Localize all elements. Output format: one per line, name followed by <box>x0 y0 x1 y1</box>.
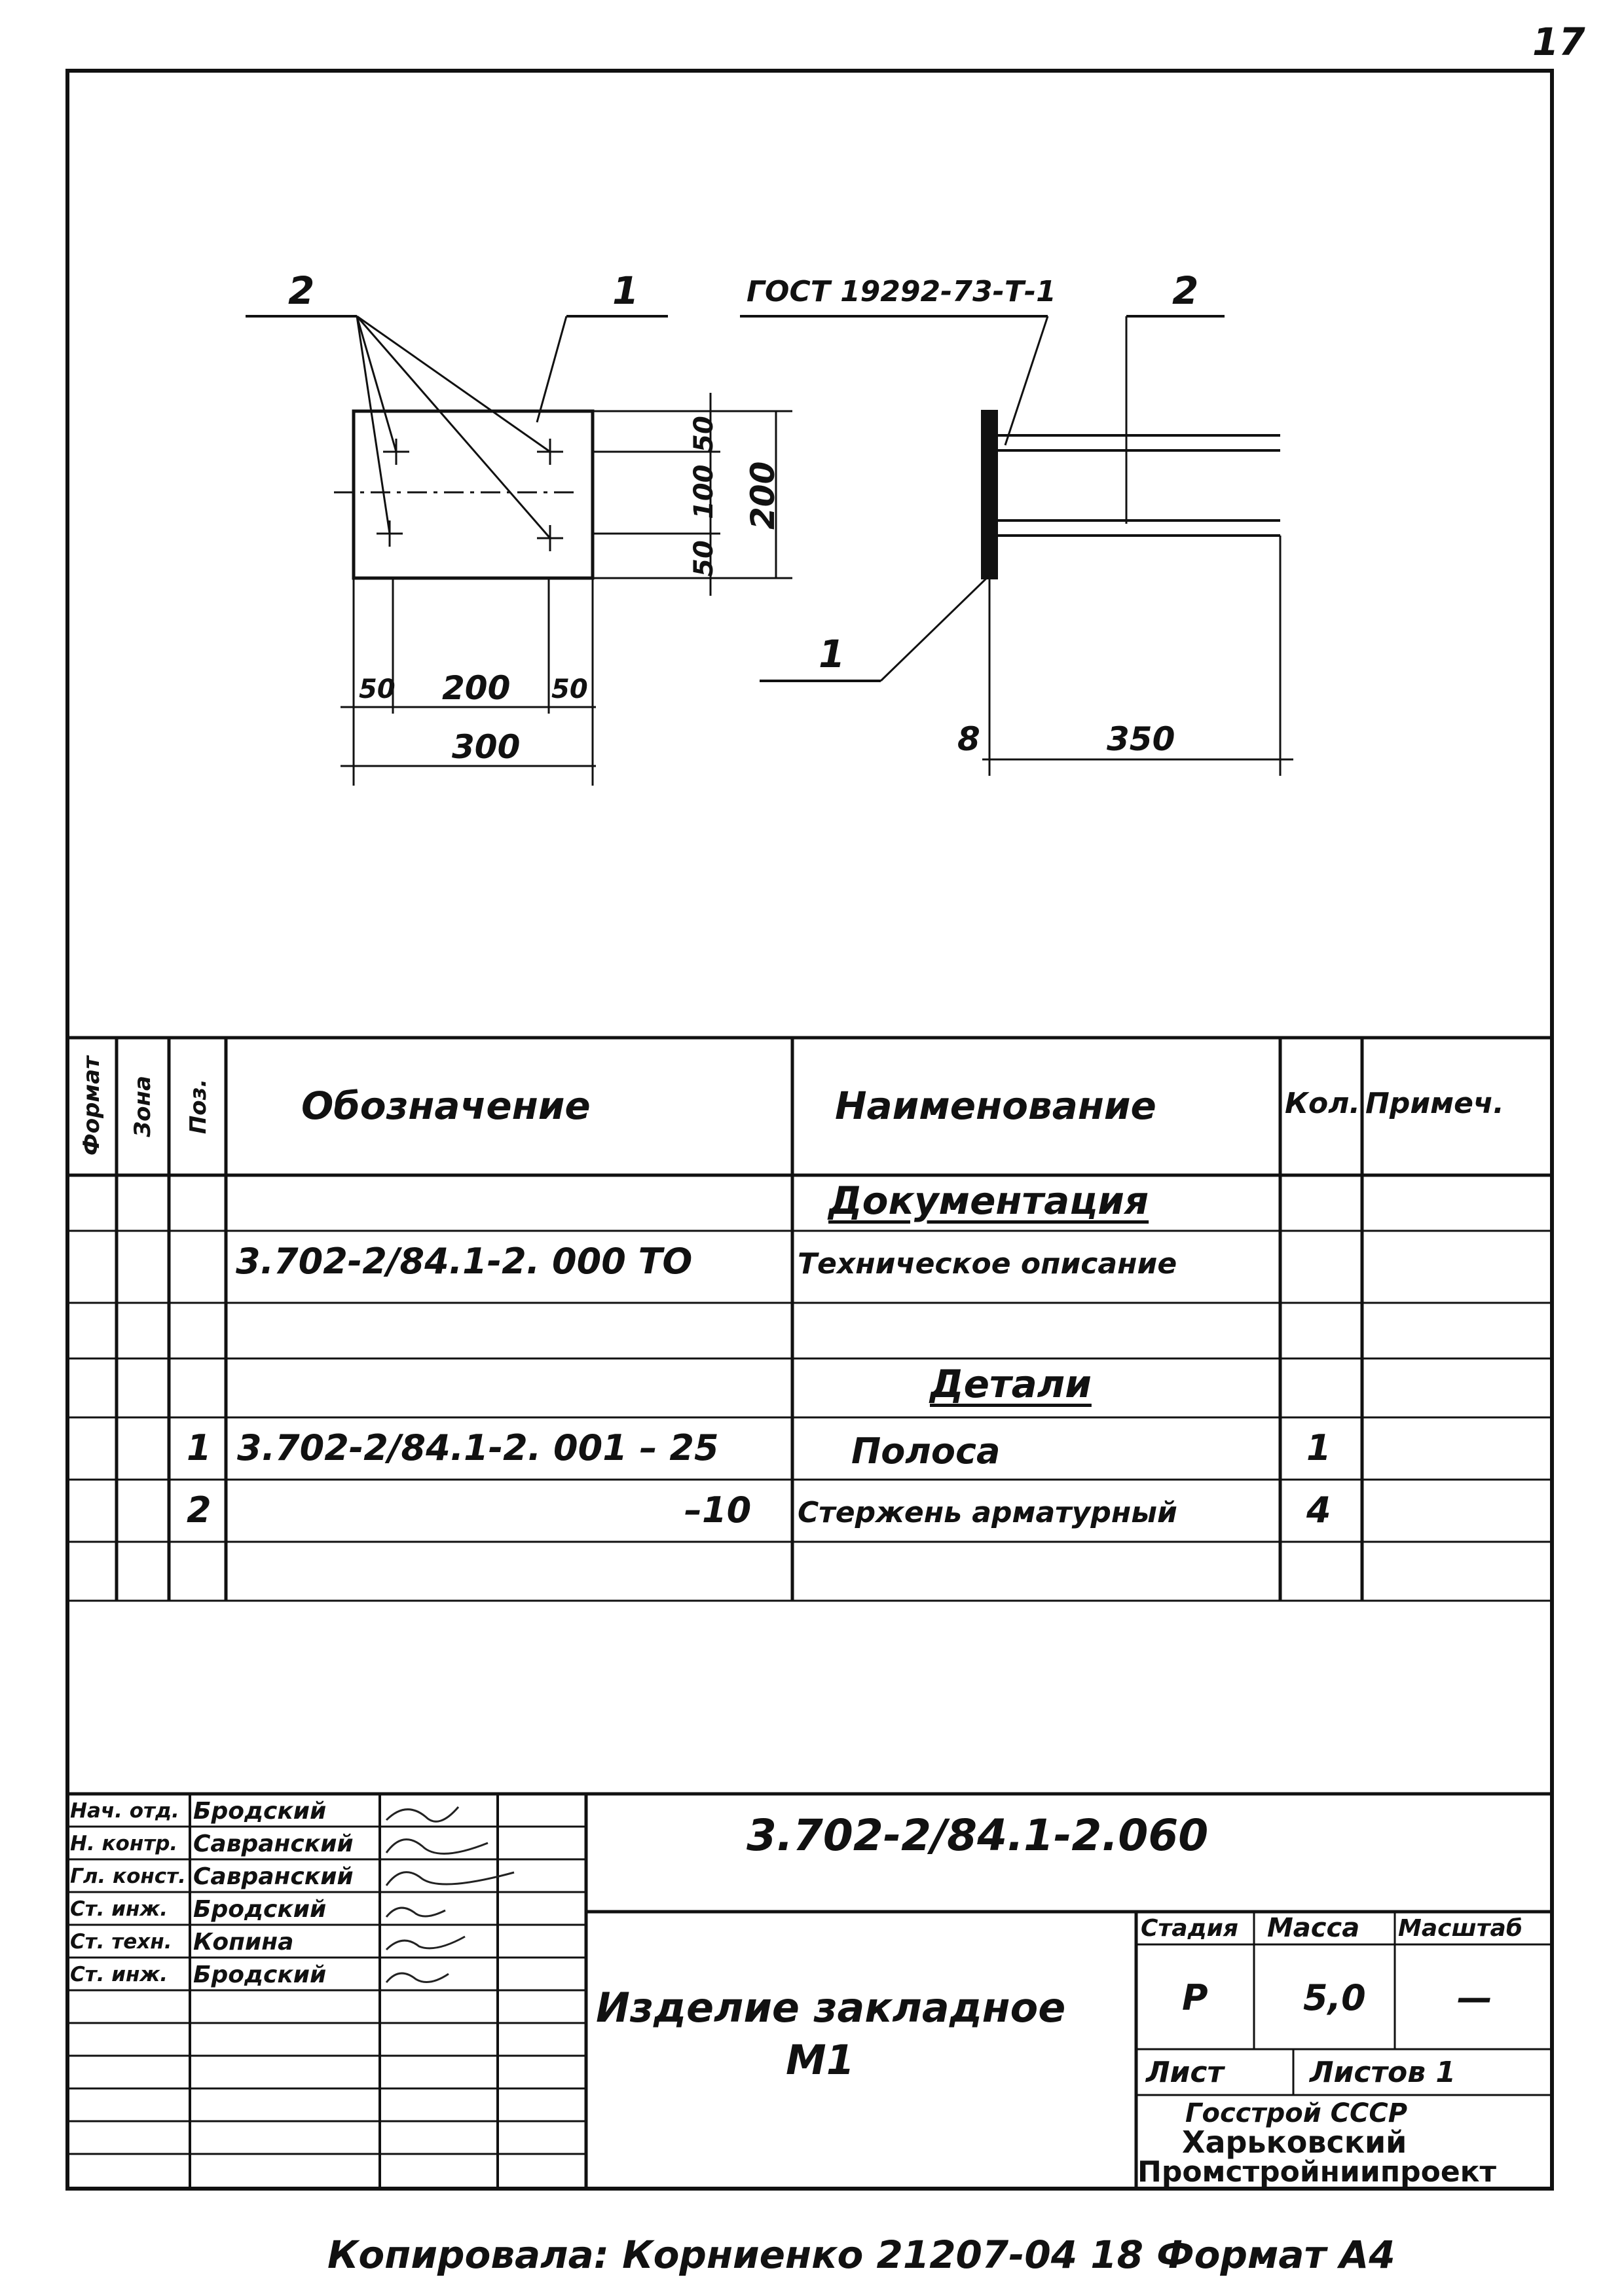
role-label: Гл. конст. <box>70 1865 186 1888</box>
role-name: Бродский <box>193 1896 327 1923</box>
dim-8: 8 <box>957 720 980 758</box>
dim-350: 350 <box>1107 720 1175 758</box>
role-label: Ст. инж. <box>70 1897 168 1921</box>
spec-row-designation: –10 <box>684 1489 752 1531</box>
role-label: Ст. техн. <box>70 1930 172 1954</box>
dim-300: 300 <box>452 728 521 766</box>
org-line-2: Харьковский <box>1182 2124 1407 2160</box>
org-line-1: Госстрой СССР <box>1185 2098 1408 2128</box>
dim-50-right: 50 <box>551 674 588 704</box>
spec-row-pos: 1 <box>187 1427 212 1468</box>
role-label: Нач. отд. <box>70 1799 179 1823</box>
document-code: 3.702-2/84.1-2.060 <box>747 1810 1209 1861</box>
callout-left-1: 1 <box>612 268 639 313</box>
gost-label: ГОСТ 19292-73-Т-1 <box>747 275 1056 308</box>
sheets-label: Листов 1 <box>1310 2056 1456 2089</box>
page-number: 17 <box>1532 20 1585 64</box>
spec-row-name: Полоса <box>851 1430 1001 1472</box>
stage-value: Р <box>1182 1977 1208 2018</box>
item-mark: М1 <box>786 2036 855 2084</box>
role-label: Ст. инж. <box>70 1963 168 1986</box>
spec-row-section-name: Документация <box>828 1178 1149 1223</box>
stage-label: Стадия <box>1141 1915 1238 1942</box>
role-label: Н. контр. <box>70 1832 178 1855</box>
sheet-frame <box>65 69 1554 2191</box>
dim-50-left: 50 <box>359 674 396 704</box>
role-name: Савранский <box>193 1831 354 1857</box>
col-header-note: Примеч. <box>1365 1087 1504 1120</box>
sheet-label: Лист <box>1146 2056 1224 2089</box>
scale-label: Масштаб <box>1398 1915 1522 1942</box>
col-header-qty: Кол. <box>1285 1087 1361 1120</box>
signature <box>385 1906 446 1918</box>
plate-plan <box>352 409 595 580</box>
footer-copy-note: Копировала: Корниенко 21207-04 18 Формат… <box>327 2232 1395 2277</box>
spec-row-pos: 2 <box>187 1489 212 1531</box>
signature <box>385 1838 489 1855</box>
mass-label: Масса <box>1267 1913 1360 1943</box>
signature <box>385 1972 449 1983</box>
dim-200-horizontal: 200 <box>442 669 511 707</box>
col-header-designation: Обозначение <box>301 1084 591 1128</box>
spec-row-qty: 4 <box>1306 1489 1331 1531</box>
signature <box>385 1935 466 1951</box>
role-name: Бродский <box>193 1961 327 1988</box>
role-name: Копина <box>193 1929 294 1956</box>
role-name: Бродский <box>193 1798 327 1825</box>
spec-row-name: Техническое описание <box>798 1247 1177 1281</box>
spec-row-designation: 3.702-2/84.1-2. 000 ТО <box>236 1241 693 1282</box>
scale-value: — <box>1457 1977 1492 2018</box>
callout-left-2: 2 <box>288 268 315 313</box>
signature <box>385 1806 460 1823</box>
spec-row-qty: 1 <box>1306 1427 1331 1468</box>
spec-row-section-name: Детали <box>930 1362 1092 1406</box>
spec-row-name: Стержень арматурный <box>798 1496 1177 1529</box>
callout-right-2: 2 <box>1172 268 1199 313</box>
spec-row-designation: 3.702-2/84.1-2. 001 – 25 <box>237 1427 719 1468</box>
role-name: Савранский <box>193 1863 354 1890</box>
item-name: Изделие закладное <box>596 1984 1066 2032</box>
signature <box>385 1871 515 1886</box>
mass-value: 5,0 <box>1303 1977 1366 2018</box>
org-line-3: Промстройниипроект <box>1137 2155 1497 2189</box>
callout-right-1: 1 <box>819 632 845 676</box>
col-header-name: Наименование <box>835 1084 1156 1128</box>
